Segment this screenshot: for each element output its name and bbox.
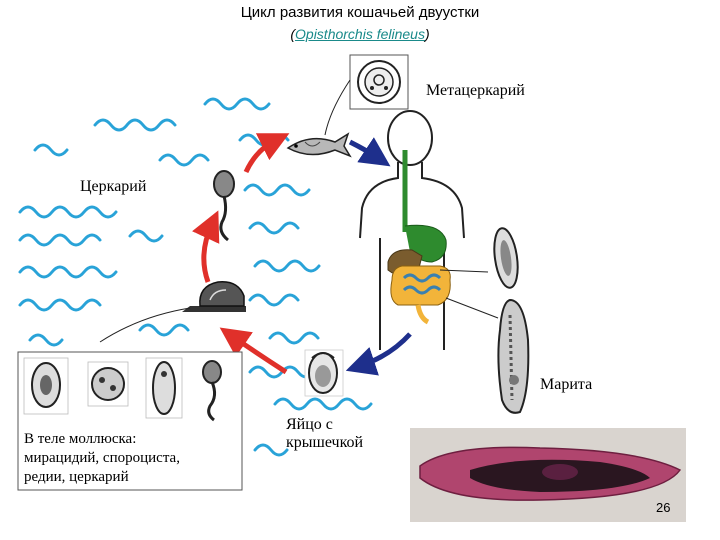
fish-icon	[286, 132, 352, 158]
mollusk-stages	[17, 351, 243, 491]
mollusk-caption-line2: мирацидий, спороциста,	[24, 450, 180, 466]
subtitle-open: (	[290, 26, 296, 42]
cercaria-icon	[213, 170, 235, 242]
label-egg-line2: крышечкой	[286, 434, 364, 451]
mollusk-caption: В теле моллюска: мирацидий, спороциста, …	[24, 430, 240, 487]
red-arrows	[192, 133, 290, 375]
snail-icon	[99, 281, 246, 343]
label-metacercaria: Метацеркарий	[426, 82, 525, 99]
label-cercaria: Церкарий	[80, 178, 147, 195]
digestive-tract	[387, 150, 499, 325]
species-name-link[interactable]: Opisthorchis felineus	[295, 26, 425, 42]
metacercaria-cyst	[324, 54, 409, 136]
mollusk-caption-line1: В теле моллюска:	[24, 431, 137, 447]
stained-fluke-photo	[410, 428, 686, 522]
page-number: 26	[656, 500, 671, 515]
diagram-title: Цикл развития кошачьей двуустки	[240, 4, 480, 21]
mollusk-caption-line3: редии, церкарий	[24, 469, 129, 485]
subtitle-close: )	[424, 26, 430, 42]
blue-arrows	[345, 137, 412, 376]
egg-icon	[304, 349, 344, 397]
fluke-small-icon	[493, 227, 519, 289]
diagram-subtitle: (Opisthorchis felineus)	[0, 26, 720, 42]
label-marita: Марита	[540, 376, 593, 393]
label-egg-line1: Яйцо с	[286, 416, 333, 433]
marita-fluke-icon	[497, 298, 530, 414]
